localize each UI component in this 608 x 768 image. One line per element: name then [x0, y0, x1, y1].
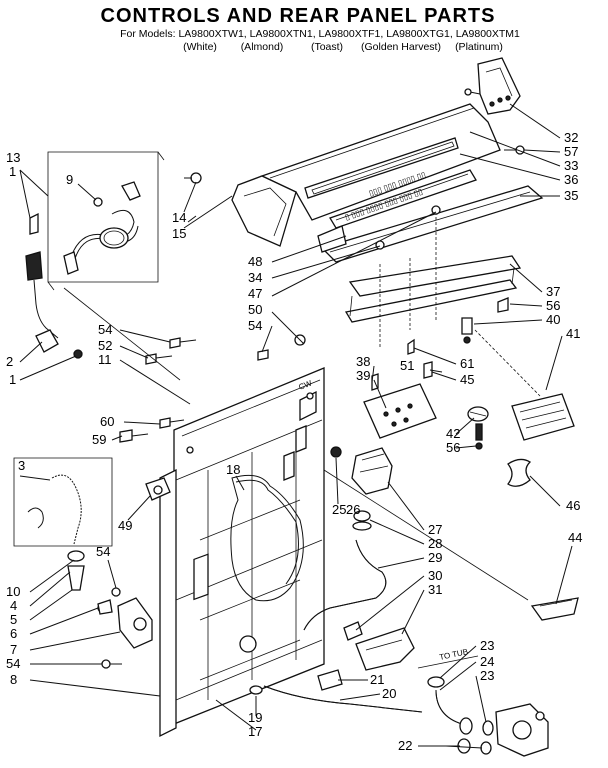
callout-1-lower: 1 — [9, 372, 16, 387]
callout-23-upper: 23 — [480, 638, 494, 653]
leader-lines — [19, 103, 573, 749]
callout-21: 21 — [370, 672, 384, 687]
callout-20: 20 — [382, 686, 396, 701]
callout-7: 7 — [10, 642, 17, 657]
motor-bracket-part — [97, 597, 153, 649]
model-list: For Models: LA9800XTW1, LA9800XTN1, LA98… — [120, 28, 520, 40]
color-toast: (Toast) — [311, 41, 343, 53]
callout-41: 41 — [566, 326, 580, 341]
callout-13: 13 — [6, 150, 20, 165]
callout-37: 37 — [546, 284, 560, 299]
color-platinum: (Platinum) — [455, 41, 503, 53]
callout-40: 40 — [546, 312, 560, 327]
callout-23-lower: 23 — [480, 668, 494, 683]
callout-8: 8 — [10, 672, 17, 687]
callout-1-upper: 1 — [9, 164, 16, 179]
terminal-board-part — [363, 383, 437, 439]
bracket-part — [464, 57, 521, 115]
wiring-diagram-card — [474, 329, 575, 441]
rear-panel-part: CW — [159, 367, 325, 738]
callout-19: 19 — [248, 710, 262, 725]
callout-44: 44 — [568, 530, 582, 545]
hardware-part — [97, 145, 525, 669]
callout-4: 4 — [10, 598, 17, 613]
callout-34: 34 — [248, 270, 262, 285]
page-title: CONTROLS AND REAR PANEL PARTS — [101, 5, 496, 27]
callout-17: 17 — [248, 724, 262, 739]
callout-26: 26 — [346, 502, 360, 517]
callout-38: 38 — [356, 354, 370, 369]
cover-label: TO TUB — [439, 647, 469, 662]
callout-9: 9 — [66, 172, 73, 187]
callout-56-lower: 56 — [446, 440, 460, 455]
grommet-part — [145, 477, 171, 501]
pump-part — [330, 446, 393, 531]
callout-42: 42 — [446, 426, 460, 441]
callout-59: 59 — [92, 432, 106, 447]
callout-45: 45 — [460, 372, 474, 387]
callout-15: 15 — [172, 226, 186, 241]
callout-10: 10 — [6, 584, 20, 599]
callout-29: 29 — [428, 550, 442, 565]
drain-hose-part — [13, 457, 113, 591]
callout-56-upper: 56 — [546, 298, 560, 313]
callout-36: 36 — [564, 172, 578, 187]
callout-5: 5 — [10, 612, 17, 627]
pump-hose-part — [303, 539, 387, 631]
callout-6: 6 — [10, 626, 17, 641]
callout-39: 39 — [356, 368, 370, 383]
inlet-hose-part — [25, 212, 83, 359]
callout-48: 48 — [248, 254, 262, 269]
callout-54-mid: 54 — [96, 544, 110, 559]
callout-33: 33 — [564, 158, 578, 173]
callout-54-left: 54 — [98, 322, 112, 337]
callout-51: 51 — [400, 358, 414, 373]
part-drawings: ▯ ▯▯▯ ▯▯▯▯ ▯▯▯ ▯▯▯ ▯▯ ▯▯▯ ▯▯▯ ▯▯▯▯ ▯▯ — [13, 57, 579, 757]
relay-part — [467, 406, 489, 450]
wire-harness-part — [230, 474, 304, 602]
color-white: (White) — [183, 41, 217, 53]
inlet-assembly-part — [47, 151, 165, 291]
callout-2: 2 — [6, 354, 13, 369]
callout-31: 31 — [428, 582, 442, 597]
callout-18: 18 — [226, 462, 240, 477]
cover-part — [530, 597, 579, 621]
callout-49: 49 — [118, 518, 132, 533]
color-almond: (Almond) — [241, 41, 284, 53]
callout-27: 27 — [428, 522, 442, 537]
callout-47: 47 — [248, 286, 262, 301]
console-part — [231, 103, 501, 247]
outlet-assembly-part: TO TUB — [417, 647, 549, 757]
callout-50: 50 — [248, 302, 262, 317]
callout-52: 52 — [98, 338, 112, 353]
callout-35: 35 — [564, 188, 578, 203]
callout-46: 46 — [566, 498, 580, 513]
callout-labels: 13 1 9 14 15 32 57 33 36 35 48 34 47 50 … — [6, 130, 582, 753]
color-golden-harvest: (Golden Harvest) — [361, 41, 441, 53]
support-bar-part — [344, 212, 522, 348]
callout-24: 24 — [480, 654, 494, 669]
drain-tube-part — [249, 669, 423, 713]
callout-61: 61 — [460, 356, 474, 371]
callout-14: 14 — [172, 210, 186, 225]
callout-54-lower: 54 — [6, 656, 20, 671]
pressure-switch-part — [343, 621, 415, 671]
callout-3: 3 — [18, 458, 25, 473]
callout-60: 60 — [100, 414, 114, 429]
callout-54-upper: 54 — [248, 318, 262, 333]
callout-11: 11 — [98, 352, 112, 367]
callout-57: 57 — [564, 144, 578, 159]
callout-30: 30 — [428, 568, 442, 583]
callout-32: 32 — [564, 130, 578, 145]
harness-clip-part — [507, 458, 532, 487]
callout-22: 22 — [398, 738, 412, 753]
callout-25: 25 — [332, 502, 346, 517]
callout-28: 28 — [428, 536, 442, 551]
